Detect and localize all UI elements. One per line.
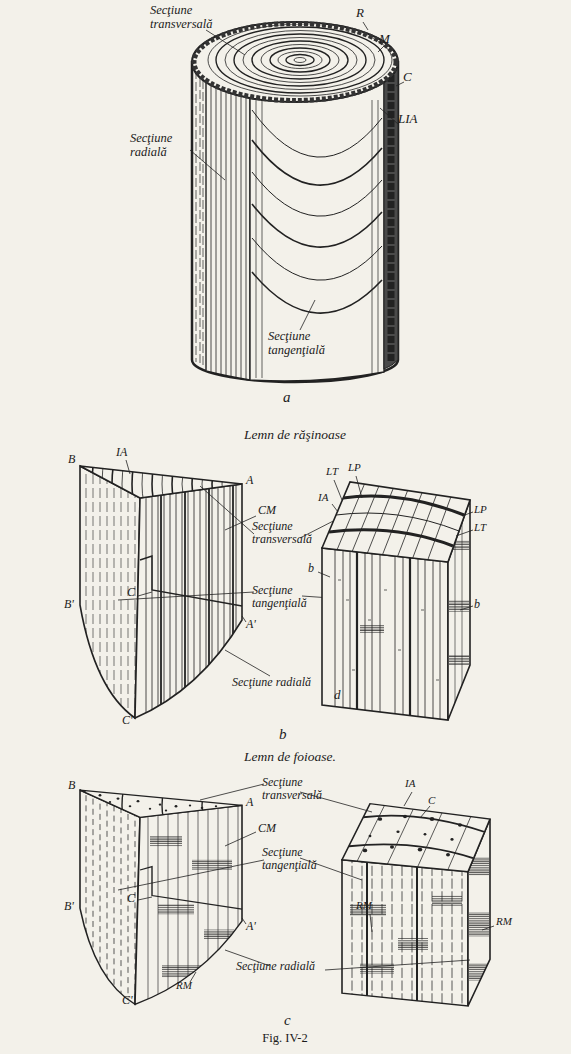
callout-letter: RM xyxy=(496,916,512,928)
subfigure-letter: b xyxy=(279,726,287,742)
subfigure-letter: a xyxy=(283,389,291,405)
hardwood-block xyxy=(342,804,490,1011)
callout-letter: b xyxy=(308,562,314,575)
callout-letter: M xyxy=(379,32,390,46)
callout-letter: RM xyxy=(176,980,192,992)
callout-letter: d xyxy=(334,688,341,702)
callout-letter: B' xyxy=(64,598,74,611)
callout-letter: LT xyxy=(474,522,486,534)
callout-letter: C xyxy=(428,795,435,807)
callout-letter: RM xyxy=(356,900,372,912)
section-label: Secţiune radială xyxy=(130,132,190,159)
callout-letter: B' xyxy=(64,900,74,913)
figure-caption: Fig. IV-2 xyxy=(240,1032,330,1046)
section-label: Secţiune transversală xyxy=(252,520,324,546)
leader-lines xyxy=(118,784,494,982)
section-label: Secţiune radială xyxy=(232,676,311,689)
callout-letter: CM xyxy=(258,822,276,835)
callout-letter: LIA xyxy=(398,112,418,126)
callout-letter: C' xyxy=(122,714,133,727)
callout-letter: IA xyxy=(116,446,127,459)
callout-letter: LP xyxy=(474,504,487,516)
callout-letter: C' xyxy=(122,994,133,1007)
callout-letter: C xyxy=(127,586,135,599)
callout-letter: C xyxy=(127,892,135,905)
softwood-block xyxy=(318,476,473,720)
callout-letter: CM xyxy=(258,504,276,517)
group-title: Lemn de foioase. xyxy=(200,750,380,765)
section-label: Secţiune tangenţială xyxy=(268,330,350,357)
callout-letter: LT xyxy=(326,466,338,478)
log-drawing xyxy=(190,22,404,390)
callout-letter: b xyxy=(474,598,480,611)
section-label: Secţiune tangenţială xyxy=(262,846,338,872)
callout-letter: A' xyxy=(246,618,256,631)
subfigure-letter: c xyxy=(284,1012,291,1028)
group-title: Lemn de răşinoase xyxy=(205,428,385,443)
callout-letter: R xyxy=(356,6,364,20)
callout-letter: A' xyxy=(246,920,256,933)
section-label: Secţiune radială xyxy=(236,960,315,973)
callout-letter: A xyxy=(246,796,253,809)
callout-letter: C xyxy=(403,70,412,84)
callout-letter: IA xyxy=(318,492,328,504)
callout-letter: IA xyxy=(405,778,415,790)
callout-letter: B xyxy=(68,453,75,466)
section-label: Secţiune transversală xyxy=(262,776,336,802)
section-label: Secţiune tangenţială xyxy=(252,584,326,610)
callout-letter: B xyxy=(68,779,75,792)
section-label: Secţiune transversală xyxy=(150,4,224,31)
callout-letter: LP xyxy=(348,462,361,474)
callout-letter: A xyxy=(246,474,253,487)
